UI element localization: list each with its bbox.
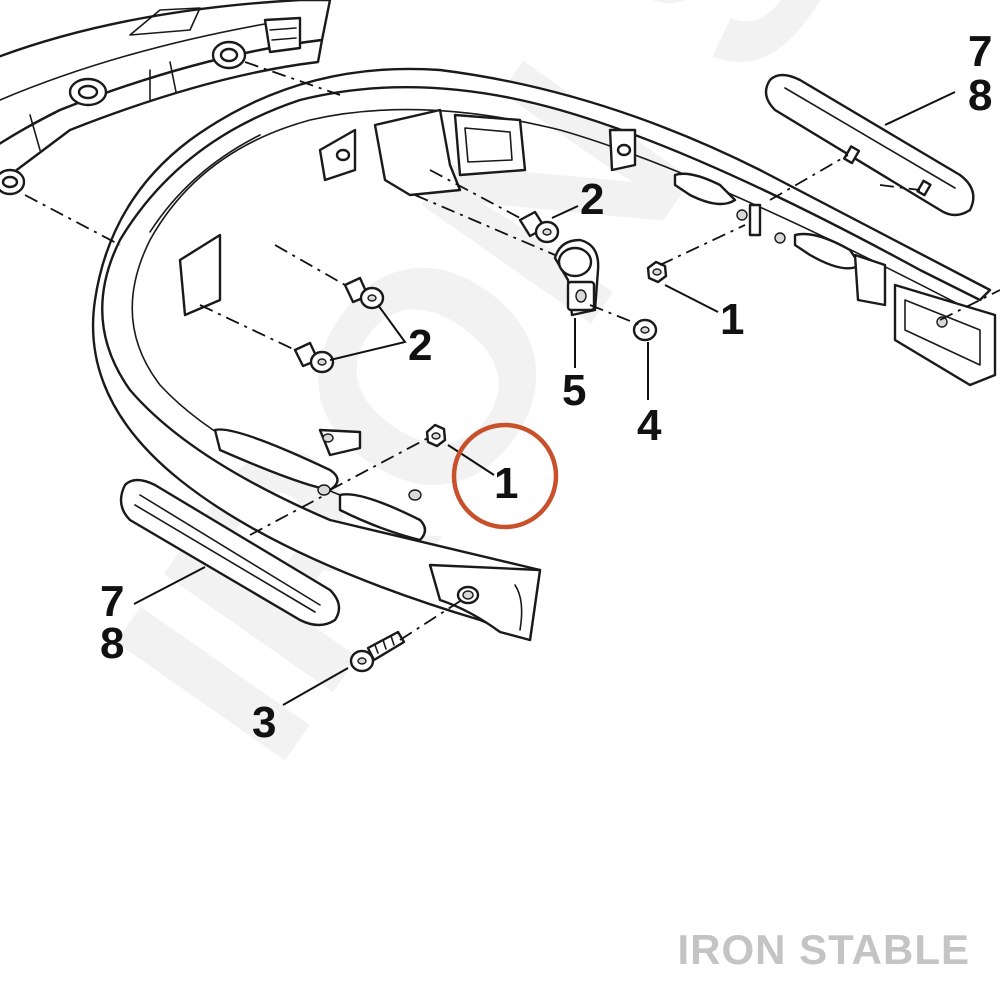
hardware [293, 210, 668, 673]
brand-logo-text: IRON STABLE [677, 926, 970, 973]
callout-7-right: 7 [968, 27, 992, 76]
upper-fender-assembly [0, 0, 332, 196]
callout-1-right: 1 [720, 295, 744, 344]
main-support-rail [91, 67, 997, 642]
highlight-circle [451, 422, 559, 530]
callout-5: 5 [562, 366, 586, 415]
right-trim-strip [764, 73, 975, 217]
callout-1-circled: 1 [494, 459, 518, 508]
callout-8-right: 8 [968, 71, 992, 120]
callout-3: 3 [252, 698, 276, 747]
callout-labels: 7 8 2 2 1 5 4 1 7 8 3 [100, 27, 992, 747]
left-trim-strip [119, 478, 341, 627]
callout-4: 4 [637, 401, 662, 450]
callout-2-top: 2 [580, 175, 604, 224]
assembly-lines [24, 61, 1000, 641]
callout-8-left: 8 [100, 619, 124, 668]
callout-2-left: 2 [408, 321, 432, 370]
callout-7-left: 7 [100, 577, 124, 626]
leader-lines [133, 91, 956, 706]
